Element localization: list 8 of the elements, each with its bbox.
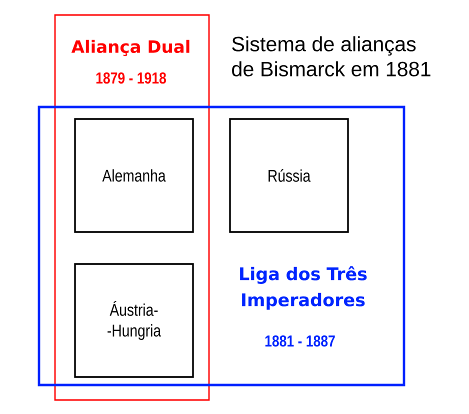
country-box: Áustria- -Hungria xyxy=(74,263,194,378)
date-range: 1879 - 1918 xyxy=(96,72,166,84)
alliance-name: Liga dos Três Imperadores xyxy=(240,266,367,310)
date-range: 1881 - 1887 xyxy=(265,335,335,347)
country-box: Rússia xyxy=(229,118,349,233)
alliance-name: Aliança Dual xyxy=(71,40,190,56)
country-box: Alemanha xyxy=(74,118,194,233)
diagram-title: Sistema de alianças de Bismarck em 1881 xyxy=(232,36,430,76)
